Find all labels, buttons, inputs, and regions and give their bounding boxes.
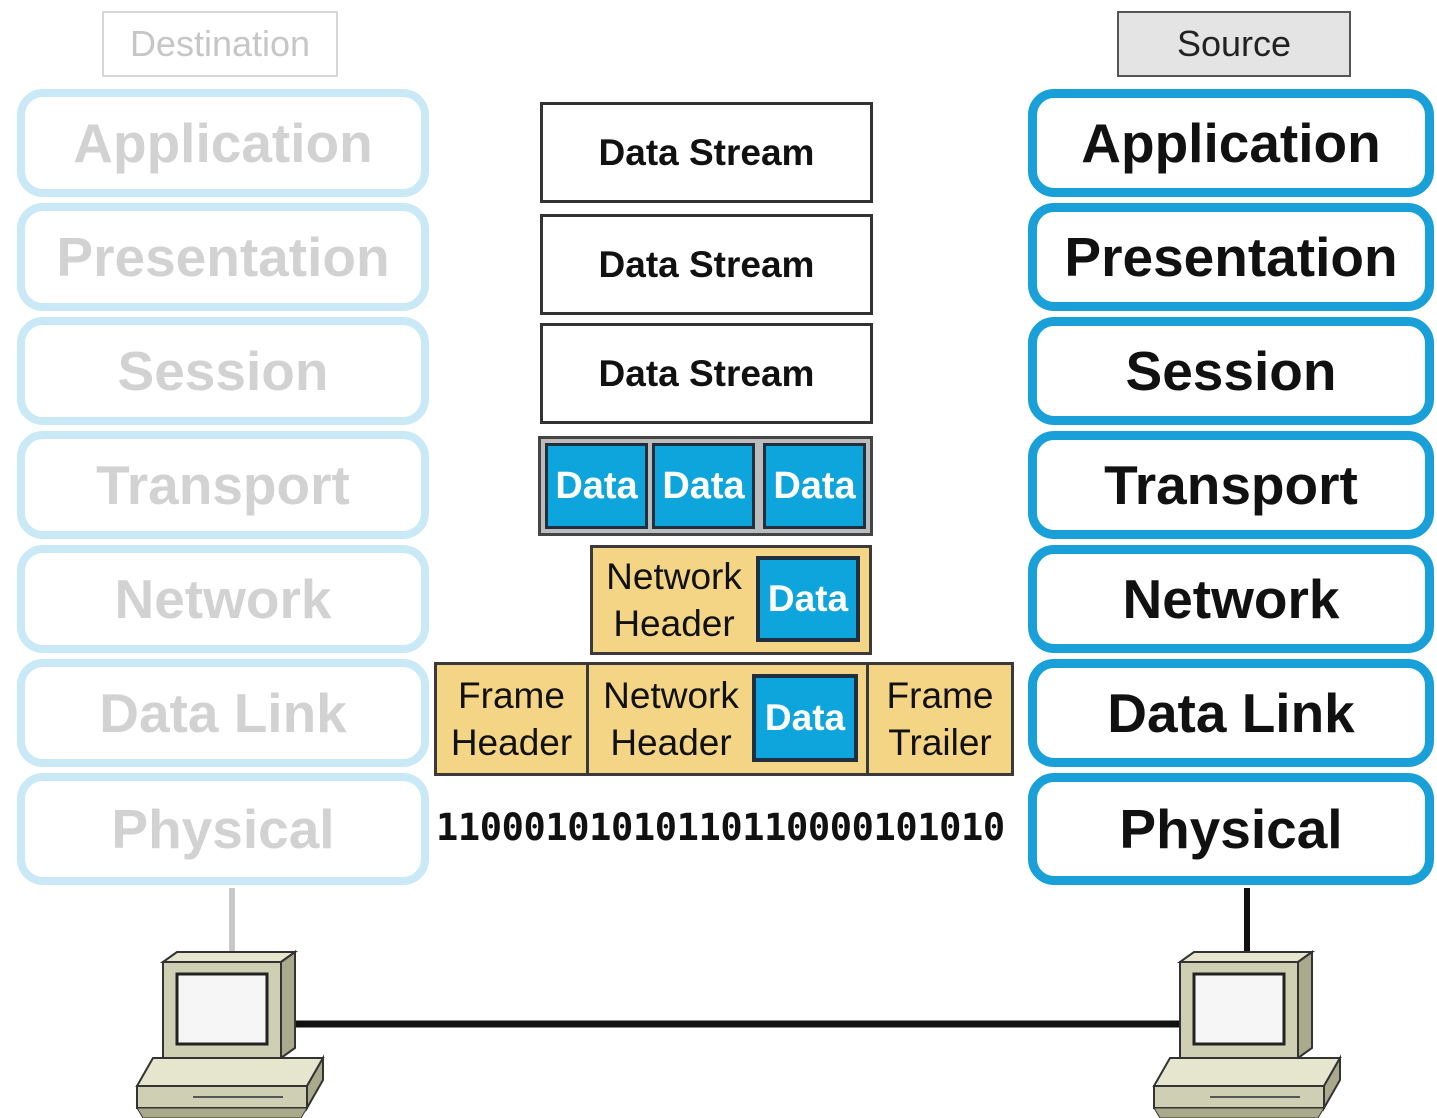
packet-data: Data — [756, 556, 860, 642]
destination-layer-presentation: Presentation — [17, 203, 429, 311]
packet-network-header-line1: Network — [606, 556, 742, 597]
frame-trailer-line2: Trailer — [888, 722, 992, 763]
frame-trailer-line1: Frame — [886, 675, 994, 716]
frame-network-header-line1: Network — [603, 675, 739, 716]
packet-network-header-line2: Header — [613, 603, 735, 644]
frame-network-header: Network Header — [592, 665, 750, 773]
source-layer-session: Session — [1028, 317, 1434, 425]
session-data-stream: Data Stream — [540, 323, 873, 424]
application-data-stream: Data Stream — [540, 102, 873, 203]
destination-layer-application: Application — [17, 89, 429, 197]
source-layer-presentation: Presentation — [1028, 203, 1434, 311]
packet-network-header: Network Header — [594, 549, 754, 651]
segment-data: Data — [652, 443, 755, 529]
frame-header-line2: Header — [450, 722, 573, 763]
source-layer-transport: Transport — [1028, 431, 1434, 539]
frame-header: Frame Header — [437, 665, 589, 773]
destination-layer-network: Network — [17, 545, 429, 653]
source-layer-physical: Physical — [1028, 773, 1434, 885]
source-layer-data-link: Data Link — [1028, 659, 1434, 767]
destination-layer-data-link: Data Link — [17, 659, 429, 767]
physical-bits: 11000101010110110000101010 — [436, 805, 1005, 849]
data-link-frame — [434, 662, 1014, 776]
segment-data: Data — [763, 443, 866, 529]
frame-trailer: Frame Trailer — [866, 665, 1011, 773]
destination-computer-icon — [135, 950, 325, 1118]
destination-layer-session: Session — [17, 317, 429, 425]
source-layer-network: Network — [1028, 545, 1434, 653]
source-label: Source — [1117, 11, 1351, 77]
destination-label: Destination — [102, 11, 338, 77]
source-computer-icon — [1152, 950, 1342, 1118]
frame-data: Data — [752, 674, 858, 762]
destination-layer-transport: Transport — [17, 431, 429, 539]
segment-data: Data — [545, 443, 648, 529]
destination-layer-physical: Physical — [17, 773, 429, 885]
frame-header-line1: Frame — [458, 675, 565, 716]
frame-network-header-line2: Header — [610, 722, 732, 763]
presentation-data-stream: Data Stream — [540, 214, 873, 315]
source-layer-application: Application — [1028, 89, 1434, 197]
